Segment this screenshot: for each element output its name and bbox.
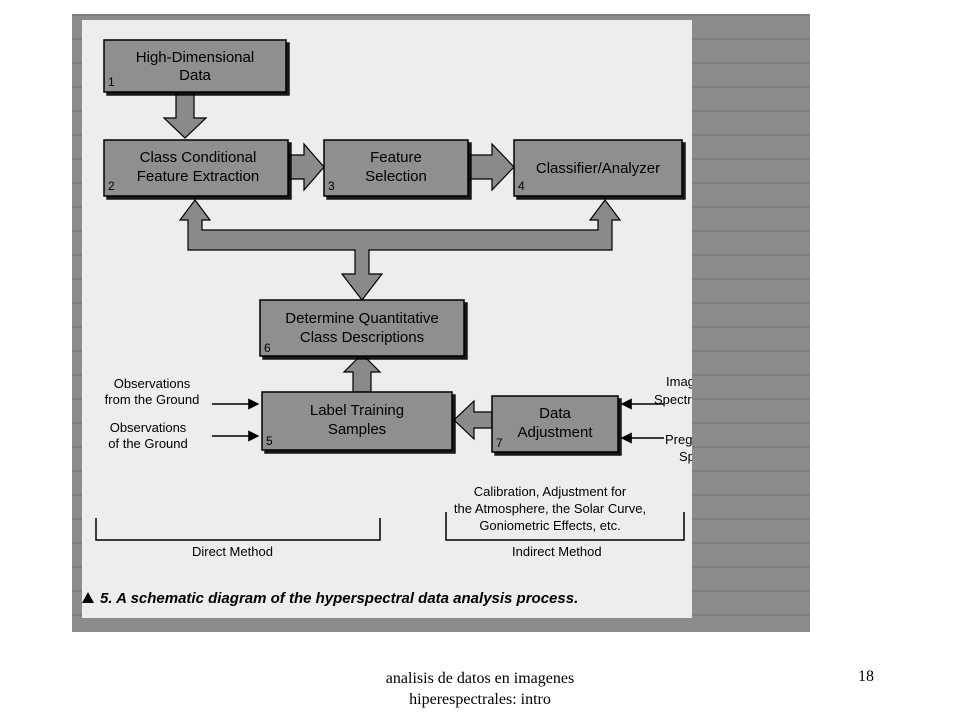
b5-num: 5 (266, 434, 273, 448)
arrow-feedback (178, 199, 622, 301)
b3-line2: Selection (365, 168, 427, 185)
arrow-7-to-5 (453, 399, 493, 441)
indirect-method-label: Indirect Method (512, 544, 602, 559)
b2-num: 2 (108, 179, 115, 193)
box-high-dimensional-data (103, 39, 287, 93)
b4-line1: Classifier/Analyzer (536, 160, 660, 177)
b1-line2: Data (179, 67, 211, 84)
figure-caption: 5. A schematic diagram of the hyperspect… (100, 590, 578, 607)
b5-line2: Samples (328, 421, 386, 438)
imaging-line2: Spectroscopy (654, 392, 692, 407)
arrow-3-to-4 (467, 142, 515, 192)
pregathered-line1: Pregathered (665, 432, 692, 447)
caption-triangle-icon (82, 592, 94, 603)
b1-line1: High-Dimensional (136, 49, 254, 66)
b2-line1: Class Conditional (140, 149, 257, 166)
calibration-line3: Goniometric Effects, etc. (479, 518, 620, 533)
imaging-line1: Imaging (666, 374, 692, 389)
arrow-2-to-3 (287, 142, 325, 192)
arrow-1-to-2 (162, 89, 208, 139)
b4-num: 4 (518, 179, 525, 193)
b3-line1: Feature (370, 149, 422, 166)
box-label-training-samples (261, 391, 453, 451)
obs-from-line1: Observations (114, 376, 191, 391)
page-number: 18 (858, 668, 874, 685)
bracket-direct-method (95, 518, 381, 541)
obs-from-line2: from the Ground (105, 392, 200, 407)
calibration-line1: Calibration, Adjustment for (474, 484, 627, 499)
b6-line1: Determine Quantitative (285, 310, 438, 327)
b6-num: 6 (264, 341, 271, 355)
box-feature-selection (323, 139, 469, 197)
flow-diagram: High-Dimensional Data 1 Class Conditiona… (82, 39, 737, 607)
figure-panel: High-Dimensional Data 1 Class Conditiona… (82, 20, 737, 618)
direct-method-label: Direct Method (192, 544, 273, 559)
obs-of-line1: Observations (110, 420, 187, 435)
b3-num: 3 (328, 179, 335, 193)
b7-line1: Data (539, 405, 571, 422)
b5-line1: Label Training (310, 402, 404, 419)
pregathered-line2: Spectra (679, 449, 692, 464)
footer-line2: hiperespectrales: intro (409, 691, 551, 708)
footer-line1: analisis de datos en imagenes (385, 670, 575, 687)
slide-footer: analisis de datos en imagenes hiperespec… (330, 668, 630, 710)
b2-line2: Feature Extraction (137, 168, 260, 185)
box-classifier-analyzer (513, 139, 683, 197)
box-class-conditional-feature-extraction (103, 139, 289, 197)
arrow-5-to-6 (342, 353, 382, 393)
b6-line2: Class Descriptions (300, 329, 424, 346)
b1-num: 1 (108, 75, 115, 89)
box-determine-quantitative (259, 299, 465, 357)
b7-num: 7 (496, 436, 503, 450)
box-data-adjustment (491, 395, 619, 453)
obs-of-line2: of the Ground (108, 436, 188, 451)
calibration-line2: the Atmosphere, the Solar Curve, (454, 501, 646, 516)
bracket-indirect-method (445, 512, 685, 541)
b7-line2: Adjustment (517, 424, 593, 441)
